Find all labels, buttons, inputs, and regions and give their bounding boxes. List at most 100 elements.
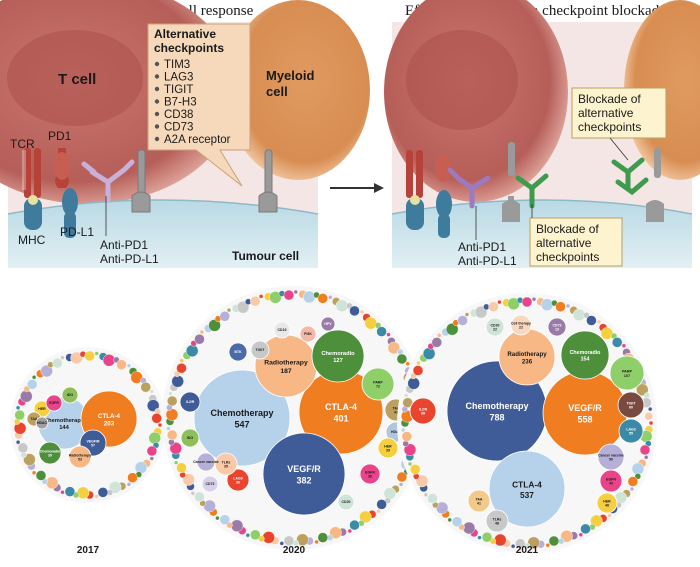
callout-bullet <box>154 136 160 142</box>
minor-bubble <box>607 513 612 518</box>
blockade-lower-box: Blockade of alternative checkpoints <box>529 204 623 267</box>
minor-bubble <box>464 312 470 317</box>
minor-bubble <box>151 413 162 424</box>
year-label: 2017 <box>77 545 100 556</box>
minor-bubble <box>437 333 442 338</box>
minor-bubble <box>219 311 231 322</box>
bubble-label: IDO <box>67 393 74 397</box>
callout-item: CD38 <box>164 109 193 121</box>
minor-bubble <box>545 543 550 548</box>
callout-item: A2A receptor <box>164 134 231 146</box>
bubble-cd73 <box>201 475 219 493</box>
pd1-receptor-right <box>435 154 452 238</box>
green-antibody-right-2 <box>611 157 649 196</box>
minor-bubble <box>627 476 639 487</box>
bubble-vegf-r <box>262 432 346 516</box>
bubble-tlrs <box>485 509 509 533</box>
bubble-il2-r <box>409 397 437 425</box>
minor-bubble <box>283 289 295 301</box>
bubble-label: HDAC <box>37 421 48 425</box>
minor-bubble <box>23 453 36 466</box>
bubble-label: VEGF/R <box>287 464 321 474</box>
myeloid-label-line1: Myeloid <box>266 68 314 83</box>
bubble-value: 60 <box>629 406 633 410</box>
year-label: 2020 <box>283 545 306 556</box>
blockade-lower-line3: checkpoints <box>536 250 599 264</box>
minor-bubble <box>376 499 387 510</box>
minor-bubble <box>97 487 109 498</box>
bubble-chart-2021: Chemotherapy788VEGF/R558CTLA-4537Radioth… <box>397 293 657 556</box>
bubble-il2-r <box>179 391 201 413</box>
checkpoint-receptor-left <box>131 149 151 213</box>
minor-bubble <box>148 431 161 445</box>
minor-bubble <box>199 329 205 335</box>
bubble-label: HER <box>384 444 392 448</box>
minor-bubble <box>596 319 601 325</box>
minor-bubble <box>364 317 377 330</box>
minor-bubble <box>317 293 328 304</box>
bubble-label: Chemoradio <box>40 449 60 453</box>
blockade-upper-line1: Blockade of <box>578 92 641 106</box>
bubble-label: Cancer vaccine <box>598 453 624 457</box>
bubble-label: EGFR <box>365 470 375 474</box>
minor-bubble <box>14 409 25 421</box>
myeloid-label-line2: cell <box>266 84 288 99</box>
alternative-checkpoints-callout: Alternative checkpoints TIM3LAG3TIGITB7-… <box>147 23 251 187</box>
bubble-value: 48 <box>495 522 499 526</box>
bubble-label: CTLA-4 <box>98 413 120 420</box>
tcr-receptor <box>22 148 41 198</box>
right-panel: Effective combination checkpoint blockad… <box>384 0 700 268</box>
callout-title-line1: Alternative <box>154 27 216 41</box>
minor-bubble <box>644 412 653 421</box>
minor-bubble <box>171 375 184 388</box>
minor-bubble <box>398 482 404 487</box>
minor-bubble <box>422 347 436 360</box>
checkpoint-receptor-myeloid <box>258 149 278 213</box>
t-cell-right-nucleus <box>406 30 518 130</box>
minor-bubble <box>258 294 264 299</box>
minor-bubble <box>27 379 38 390</box>
minor-bubble <box>215 515 220 521</box>
bubble-label: TAA <box>31 417 38 421</box>
minor-bubble <box>407 377 420 390</box>
minor-bubble <box>494 533 507 547</box>
minor-bubble <box>179 358 185 363</box>
minor-bubble <box>407 461 413 467</box>
minor-bubble <box>173 460 179 465</box>
bubble-value: 788 <box>489 412 504 422</box>
minor-bubble <box>182 473 195 486</box>
bubble-cd20 <box>337 493 355 511</box>
bubble-label: Chemoradio <box>321 351 355 357</box>
bubble-value: 236 <box>522 358 533 365</box>
bubble-value: 144 <box>59 425 69 431</box>
minor-bubble <box>226 307 232 313</box>
minor-bubble <box>629 486 635 492</box>
bubble-radiotherapy <box>68 445 92 469</box>
bubble-value: 382 <box>296 475 311 485</box>
minor-bubble <box>565 303 571 309</box>
minor-bubble <box>636 383 649 396</box>
minor-bubble <box>126 482 132 487</box>
minor-bubble <box>52 357 63 369</box>
minor-bubble <box>578 532 583 537</box>
minor-bubble <box>60 355 65 360</box>
bubble-label: EGFR <box>606 477 616 481</box>
minor-bubble <box>293 289 298 295</box>
bubble-label: CTLA-4 <box>325 402 357 412</box>
minor-bubble <box>515 538 526 549</box>
bubble-label: Cancer vaccine <box>193 460 219 464</box>
bubble-label: HPV <box>324 322 332 326</box>
minor-bubble <box>416 360 421 366</box>
minor-bubble <box>45 476 59 489</box>
bubble-chemoradio <box>560 330 610 380</box>
minor-bubble <box>451 516 463 527</box>
bubble-chart-2020: Chemotherapy547CTLA-4401VEGF/R382Radioth… <box>162 286 426 556</box>
bubble-label: PARP <box>373 380 383 384</box>
minor-bubble <box>631 462 645 476</box>
callout-bullet <box>154 124 160 129</box>
minor-bubble <box>329 526 342 539</box>
anti-right-label: Anti-PD1 Anti-PD-L1 <box>458 240 517 268</box>
minor-bubble <box>250 529 261 540</box>
minor-bubble <box>303 290 316 304</box>
bubble-label: Radiotherapy <box>507 351 547 358</box>
